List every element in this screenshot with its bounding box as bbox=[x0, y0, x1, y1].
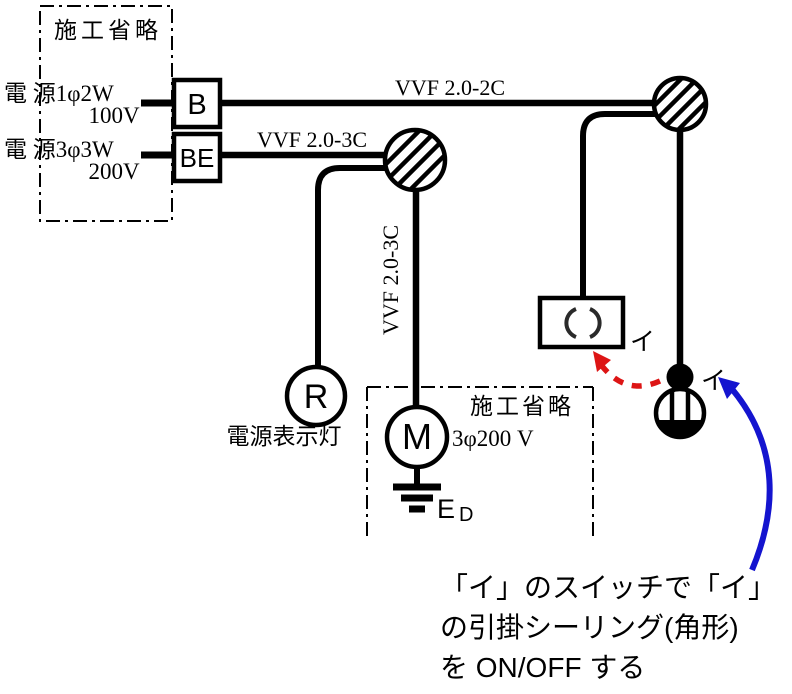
breaker-be-label: BE bbox=[180, 143, 215, 173]
source-omitted-box bbox=[39, 5, 173, 222]
note-line1: 「イ」のスイッチで「イ」 bbox=[440, 572, 776, 603]
motor: M bbox=[384, 404, 450, 470]
red-dashed-arrow bbox=[593, 351, 662, 389]
ground-label-e: E bbox=[437, 494, 455, 524]
ground-label-d: D bbox=[459, 504, 473, 526]
motor-letter: M bbox=[402, 416, 432, 457]
note-line2: の引掛シーリング(角形) bbox=[440, 612, 739, 643]
pilot-lamp: R bbox=[284, 364, 348, 428]
breaker-b-box bbox=[171, 77, 223, 130]
wire-rosette-branch bbox=[580, 111, 668, 300]
ceiling-rosette bbox=[537, 295, 626, 350]
red-arrowhead bbox=[593, 351, 611, 372]
motor-omitted-box bbox=[366, 386, 594, 537]
blue-callout-arrow bbox=[718, 377, 773, 572]
source-omitted-label: 施工省略 bbox=[54, 18, 162, 43]
switch-dot bbox=[666, 363, 694, 391]
wire-pilot-branch bbox=[315, 165, 400, 368]
pilot-lamp-label: 電源表示灯 bbox=[227, 424, 342, 449]
source1-line1: 電 源1φ2W bbox=[4, 81, 114, 106]
outlet-symbol bbox=[653, 386, 707, 440]
rosette-paren-right bbox=[589, 307, 602, 339]
source2-line1: 電 源3φ3W bbox=[4, 137, 114, 162]
cable-label-top: VVF 2.0-2C bbox=[395, 75, 505, 100]
junction-box-right-hatch bbox=[654, 78, 706, 130]
junction-box-right bbox=[651, 75, 709, 133]
source2-line2: 200V bbox=[88, 159, 140, 184]
ground-symbol bbox=[393, 467, 441, 513]
pilot-lamp-letter: R bbox=[304, 378, 329, 416]
rosette-paren-left bbox=[564, 307, 577, 339]
source1-line2: 100V bbox=[88, 103, 140, 128]
cable-label-mid: VVF 2.0-3C bbox=[257, 127, 367, 152]
breaker-be-box bbox=[171, 131, 223, 184]
outlet-fill-segment bbox=[657, 420, 703, 438]
ceiling-rosette-label: イ bbox=[630, 329, 655, 356]
motor-rating: 3φ200 V bbox=[452, 426, 534, 451]
junction-box-left bbox=[382, 127, 448, 193]
motor-omitted-label: 施工省略 bbox=[470, 394, 574, 419]
note-line3: を ON/OFF する bbox=[440, 652, 645, 683]
cable-label-vertical: VVF 2.0-3C bbox=[378, 225, 403, 335]
blue-arrowhead bbox=[718, 377, 740, 399]
breaker-b-label: B bbox=[187, 89, 206, 121]
